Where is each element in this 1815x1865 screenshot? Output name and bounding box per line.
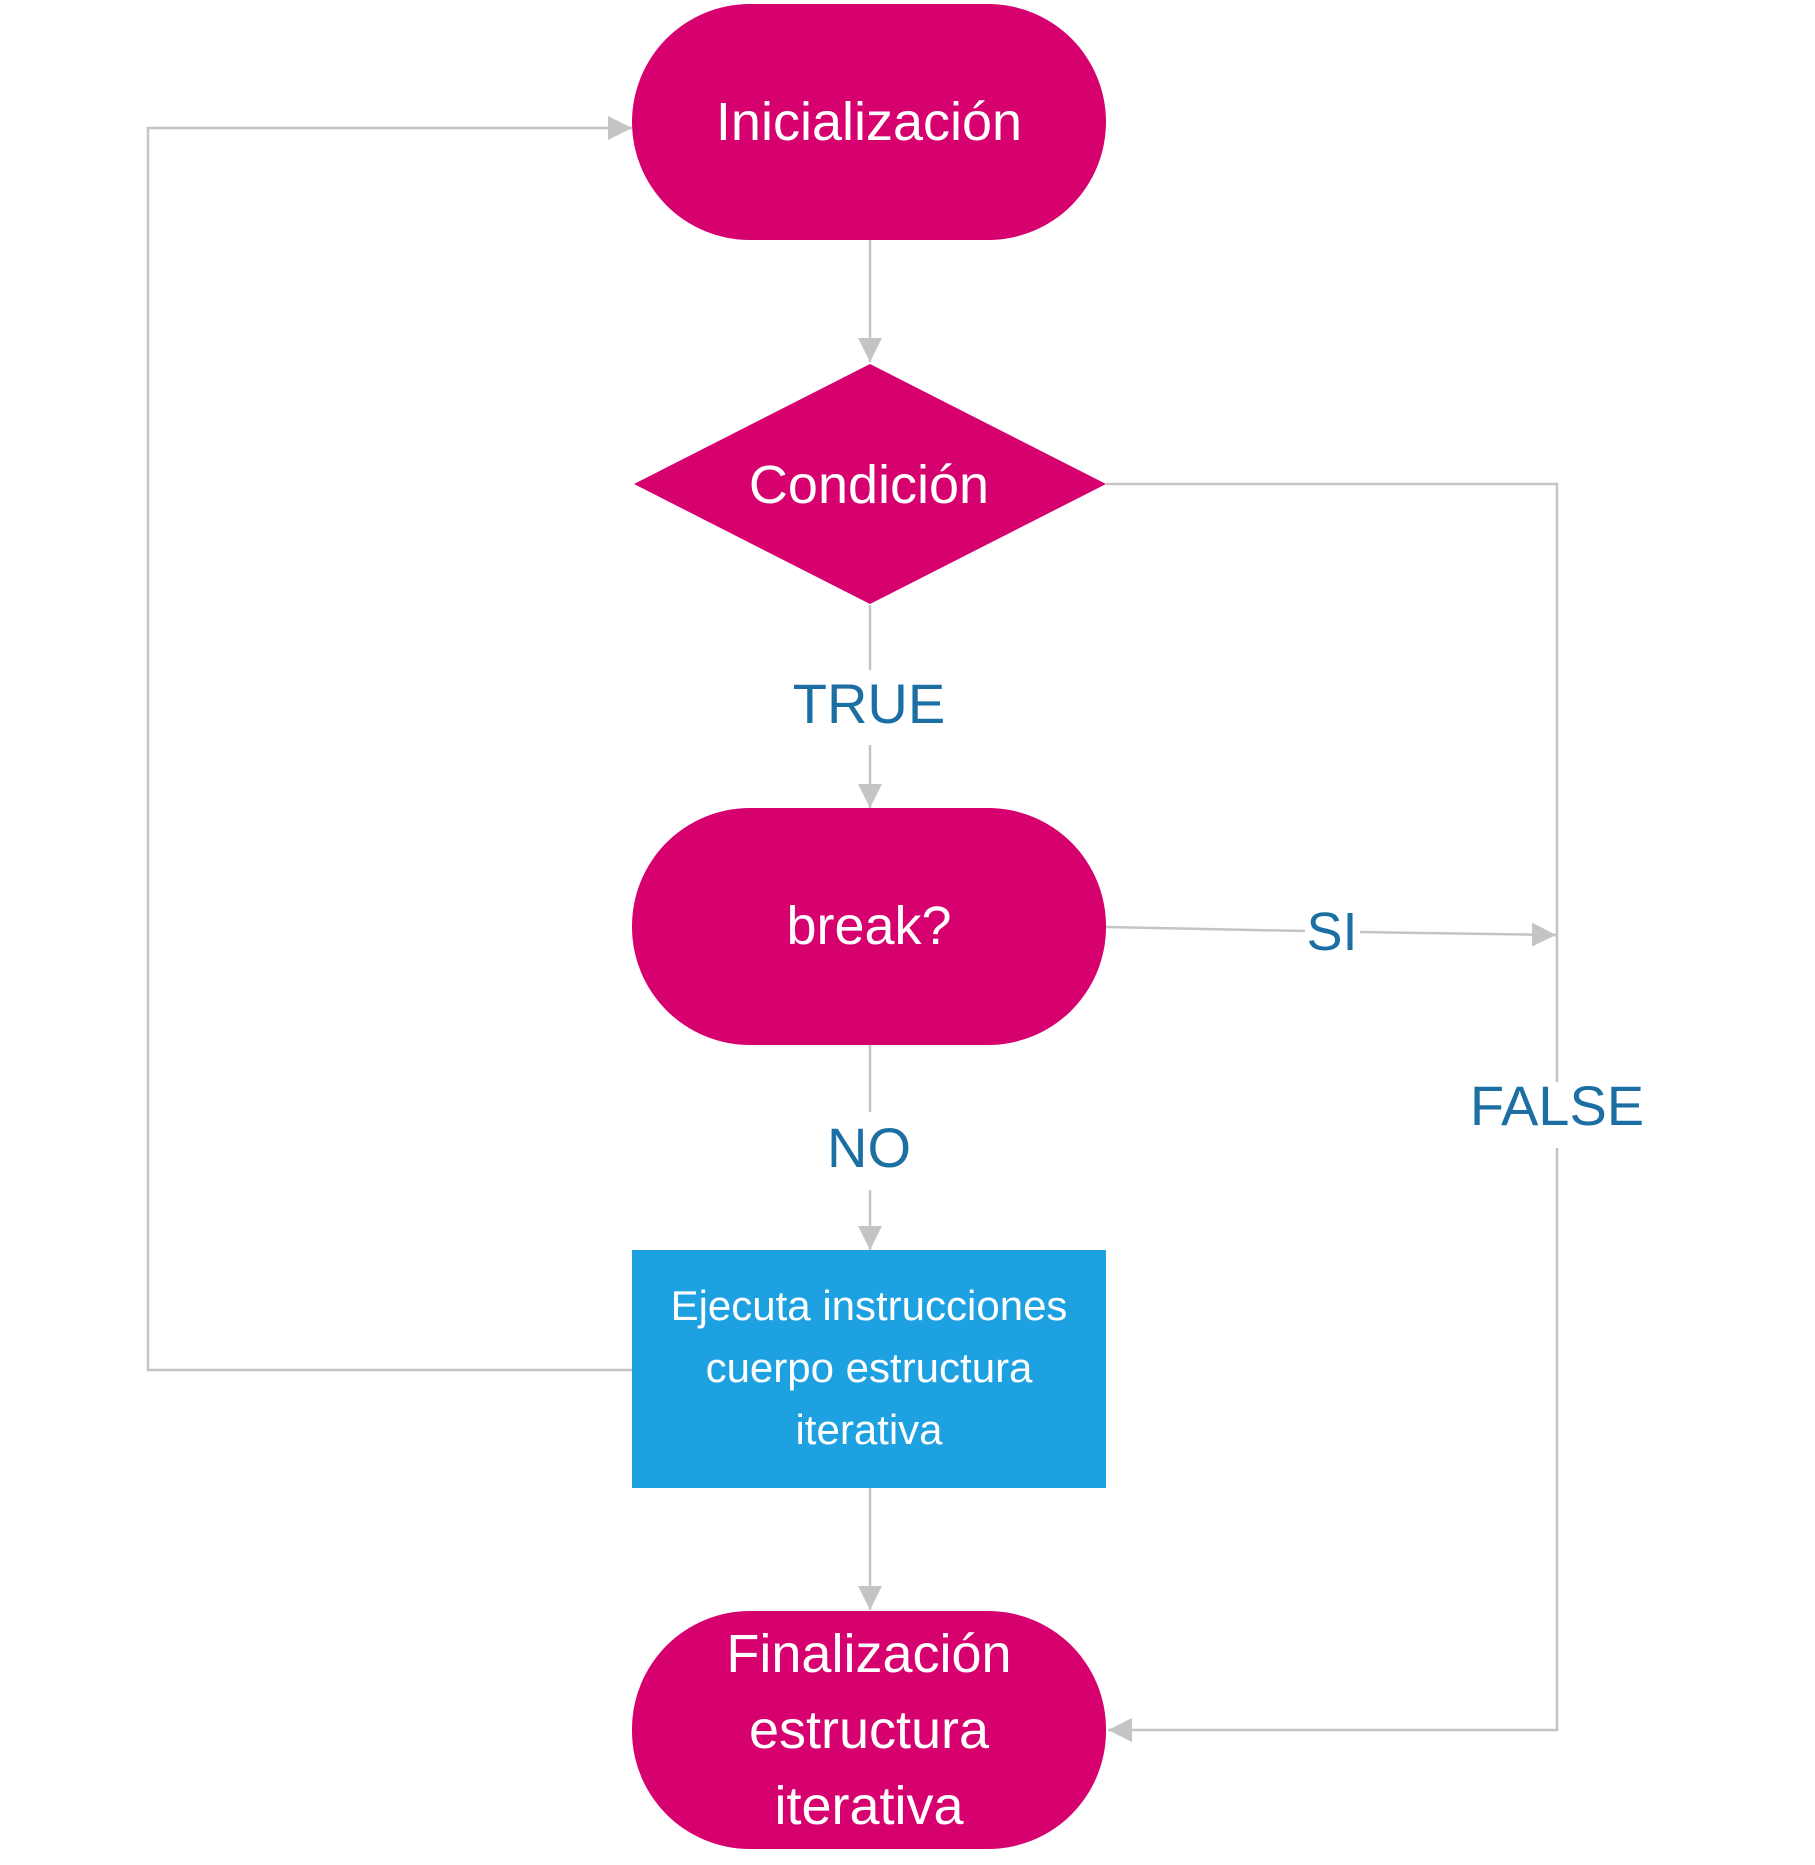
edge-label-no: NO	[827, 1116, 911, 1179]
body-label-line-1: Ejecuta instrucciones	[671, 1282, 1068, 1329]
edge-si-right	[1359, 922, 1557, 947]
edge-false-upper	[1106, 482, 1559, 1082]
body-label-line-3: iterativa	[795, 1406, 943, 1453]
init-label: Inicialización	[716, 92, 1022, 152]
condition-label: Condición	[749, 455, 989, 515]
edge-false-lower	[1108, 1148, 1559, 1742]
break-check-label: break?	[786, 896, 951, 956]
end-terminal: Finalización estructura iterativa	[632, 1611, 1106, 1849]
end-label-line-2: estructura	[749, 1700, 990, 1760]
edge-label-true: TRUE	[793, 672, 945, 735]
edge-label-false: FALSE	[1470, 1074, 1644, 1137]
edge-si-left	[1105, 925, 1306, 933]
condition-decision: Condición	[634, 364, 1106, 604]
body-process: Ejecuta instrucciones cuerpo estructura …	[632, 1250, 1106, 1488]
edge-loop-back	[146, 116, 632, 1372]
end-label-line-1: Finalización	[726, 1624, 1011, 1684]
end-label-line-3: iterativa	[774, 1776, 964, 1836]
break-check-terminal: break?	[632, 808, 1106, 1045]
init-terminal: Inicialización	[632, 4, 1106, 240]
edge-label-si: SI	[1306, 902, 1357, 962]
body-label-line-2: cuerpo estructura	[706, 1344, 1033, 1391]
